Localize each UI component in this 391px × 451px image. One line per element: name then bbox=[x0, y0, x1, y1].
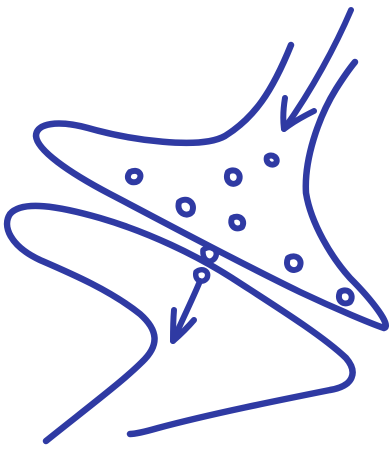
incoming-arrow-shaft bbox=[284, 10, 351, 129]
vesicle bbox=[267, 156, 277, 165]
incoming-signal-arrow bbox=[283, 10, 351, 129]
vesicle bbox=[178, 200, 192, 215]
vesicle bbox=[128, 171, 141, 182]
vesicle bbox=[227, 170, 240, 183]
outgoing-signal-arrow bbox=[173, 281, 200, 341]
vesicle bbox=[287, 256, 301, 270]
vesicle bbox=[231, 217, 243, 229]
vesicle bbox=[339, 290, 352, 303]
